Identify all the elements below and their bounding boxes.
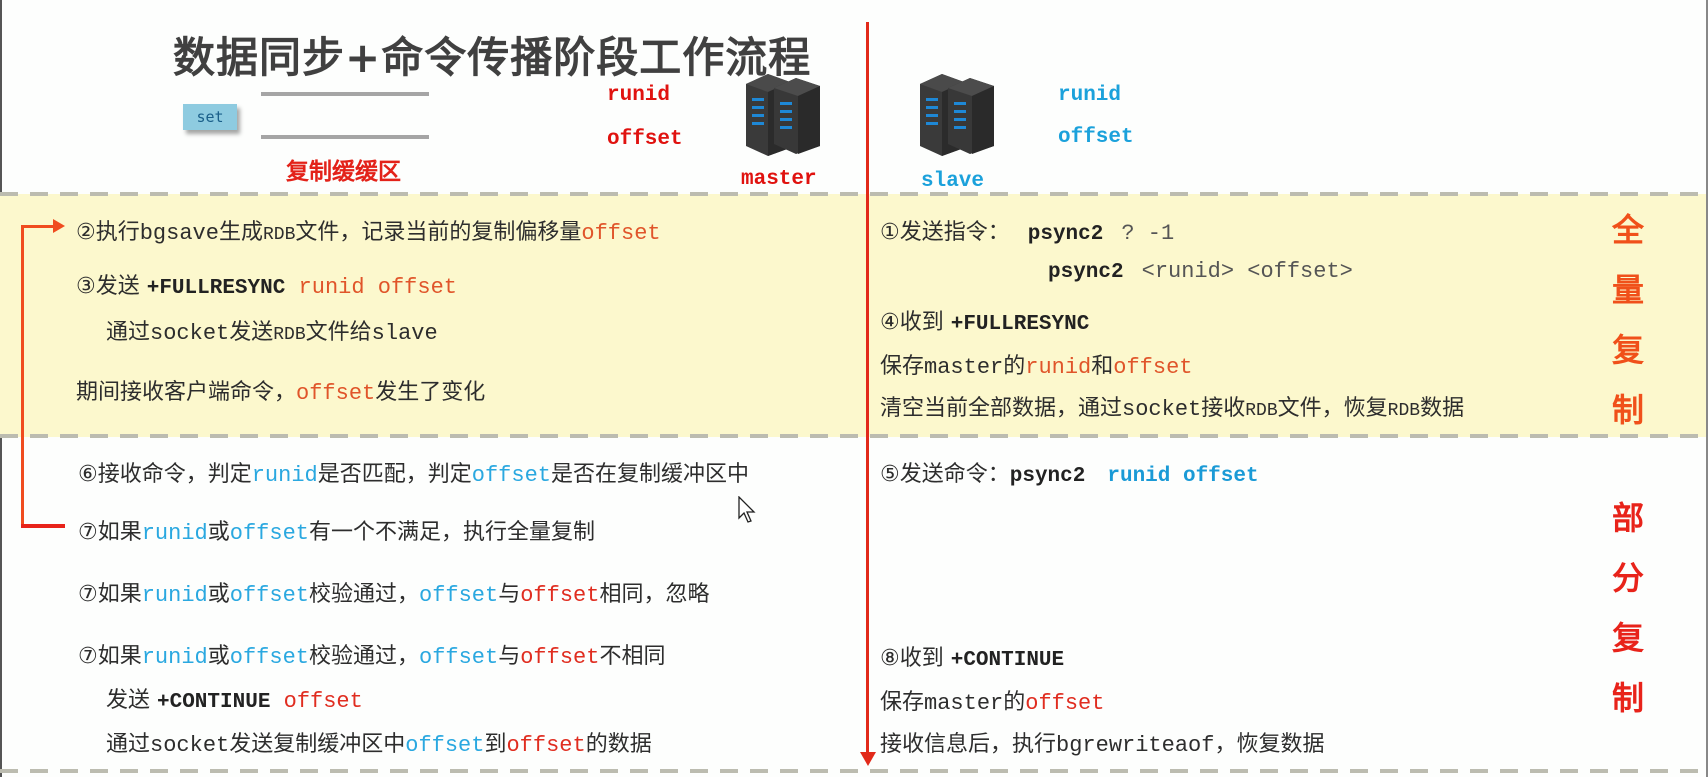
full-sync-band <box>0 194 1706 437</box>
master-step-3-detail: 通过socket发送RDB文件给slave <box>106 320 438 346</box>
slave-save-runid-offset: 保存master的runid和offset <box>880 354 1193 380</box>
slave-step-1-alt: psync2<runid> <offset> <box>1048 259 1353 284</box>
master-step-6: ⑥接收命令，判定runid是否匹配，判定offset是否在复制缓冲区中 <box>78 462 749 488</box>
master-step-3: ③发送 +FULLRESYNC runid offset <box>76 274 457 300</box>
master-during-sync: 期间接收客户端命令，offset发生了变化 <box>76 380 486 406</box>
slave-clear-and-load-rdb: 清空当前全部数据，通过socket接收RDB文件，恢复RDB数据 <box>880 396 1465 422</box>
timeline-divider <box>866 22 869 757</box>
slave-name-label: slave <box>921 170 985 193</box>
set-command-box: set <box>183 104 237 130</box>
master-name-label: master <box>741 168 817 191</box>
divider-top <box>0 192 1706 196</box>
page-title: 数据同步+命令传播阶段工作流程 <box>173 33 812 82</box>
slave-offset-label: offset <box>1058 126 1134 149</box>
mouse-cursor-icon <box>738 496 756 523</box>
slave-step-1: ①发送指令：psync2? -1 <box>880 220 1175 246</box>
loop-arrow-line <box>21 225 24 527</box>
frame-right-border <box>1706 0 1708 777</box>
master-step-7-mismatch: ⑦如果runid或offset有一个不满足，执行全量复制 <box>78 520 595 546</box>
buffer-label: 复制缓缓区 <box>286 159 401 185</box>
master-step-2: ②执行bgsave生成RDB文件，记录当前的复制偏移量offset <box>76 220 661 246</box>
buffer-line-bottom <box>261 135 429 139</box>
slave-step-8: ⑧收到 +CONTINUE <box>880 646 1065 672</box>
master-send-buffer-data: 通过socket发送复制缓冲区中offset到offset的数据 <box>106 732 652 758</box>
buffer-line-top <box>261 92 429 96</box>
slave-save-offset: 保存master的offset <box>880 690 1105 716</box>
timeline-arrow-down-icon <box>860 752 876 766</box>
master-step-7-same-offset: ⑦如果runid或offset校验通过，offset与offset相同，忽略 <box>78 582 710 608</box>
slave-step-4: ④收到 +FULLRESYNC <box>880 310 1090 336</box>
phase-label-full-sync: 全量复制 <box>1611 211 1644 429</box>
divider-bottom <box>0 769 1706 773</box>
master-runid-label: runid <box>607 84 671 107</box>
phase-label-partial-sync: 部分复制 <box>1611 499 1644 717</box>
master-offset-label: offset <box>607 128 683 151</box>
loop-arrow-bottom <box>21 524 65 528</box>
slave-runid-label: runid <box>1058 84 1122 107</box>
master-server-icon <box>746 74 820 156</box>
loop-arrow-right-icon <box>53 219 65 233</box>
slave-server-icon <box>920 74 994 156</box>
master-send-continue: 发送 +CONTINUE offset <box>106 688 363 714</box>
loop-arrow-top <box>21 225 55 228</box>
master-step-7-diff-offset: ⑦如果runid或offset校验通过，offset与offset不相同 <box>78 644 666 670</box>
slave-apply-data: 接收信息后，执行bgrewriteaof，恢复数据 <box>880 732 1325 758</box>
divider-middle <box>0 434 1706 438</box>
